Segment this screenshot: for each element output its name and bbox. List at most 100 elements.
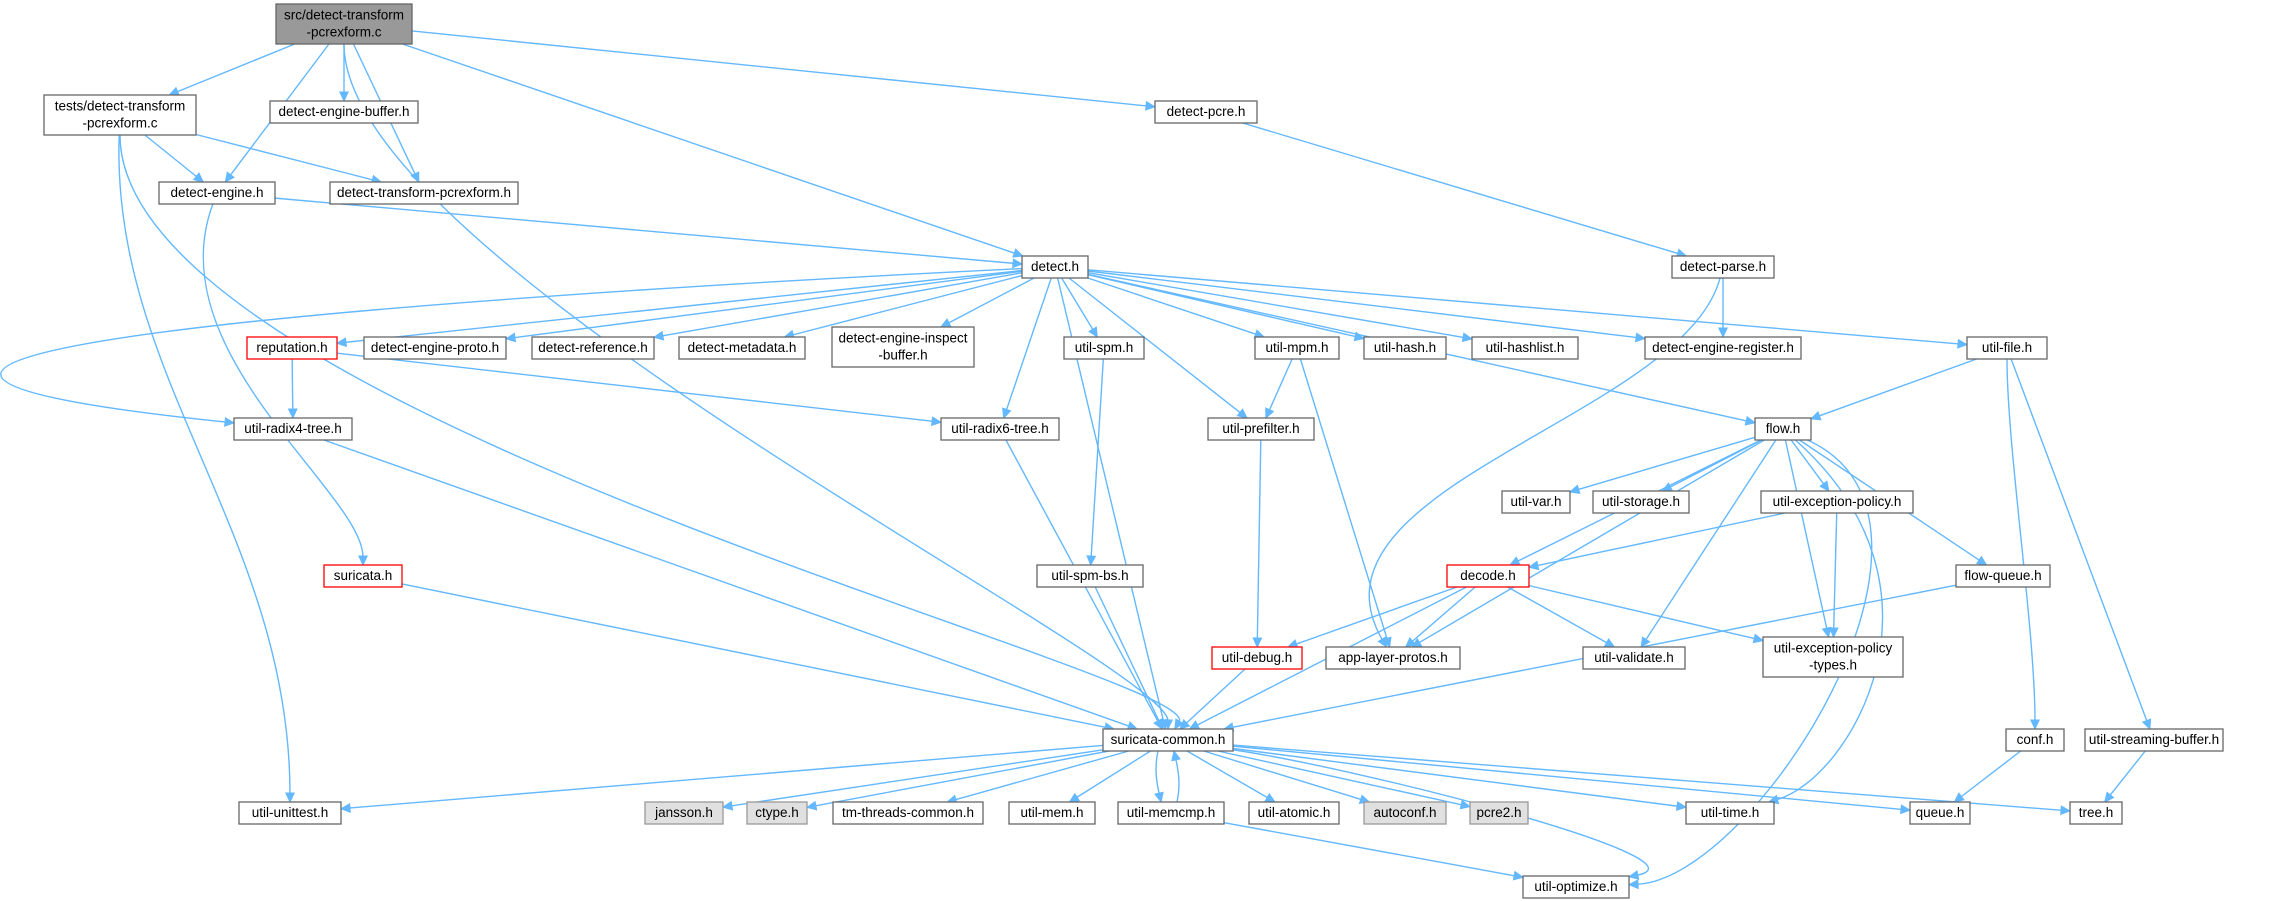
- node-pcre2[interactable]: pcre2.h: [1469, 801, 1529, 825]
- node-box: [1522, 875, 1630, 899]
- edge-line: [1636, 439, 1873, 885]
- edge-line: [1528, 584, 1756, 640]
- node-file[interactable]: util-file.h: [1966, 336, 2048, 360]
- node-flow[interactable]: flow.h: [1754, 417, 1812, 441]
- edge-dpcre-to-dparse: [1242, 122, 1688, 259]
- edge-line: [1368, 277, 1721, 641]
- node-memcmp[interactable]: util-memcmp.h: [1117, 801, 1225, 825]
- edge-flow-to-opt: [1627, 439, 1873, 890]
- edge-line: [1061, 277, 1094, 331]
- node-decode[interactable]: decode.h: [1446, 564, 1530, 588]
- node-rep[interactable]: reputation.h: [246, 336, 338, 360]
- node-label: app-layer-protos.h: [1338, 650, 1448, 665]
- edge-suri-to-common: [401, 583, 1116, 732]
- node-deb[interactable]: detect-engine-buffer.h: [269, 100, 419, 124]
- node-box: [158, 181, 276, 205]
- node-box: [1036, 564, 1144, 588]
- edge-line: [1087, 277, 1257, 336]
- edge-common-to-memcmp: [1154, 750, 1164, 804]
- node-ept[interactable]: util-exception-policy-types.h: [1762, 636, 1904, 678]
- edge-arrowhead: [930, 416, 943, 427]
- node-time[interactable]: util-time.h: [1685, 801, 1775, 825]
- node-box: [275, 3, 413, 45]
- node-label: util-spm.h: [1075, 340, 1134, 355]
- node-tm[interactable]: tm-threads-common.h: [832, 801, 984, 825]
- node-tests[interactable]: tests/detect-transform-pcrexform.c: [43, 94, 197, 136]
- node-tree[interactable]: tree.h: [2069, 801, 2123, 825]
- edge-line: [1242, 122, 1679, 255]
- edge-line: [348, 744, 1104, 809]
- node-val[interactable]: util-validate.h: [1582, 646, 1686, 670]
- node-label: flow.h: [1766, 421, 1801, 436]
- node-box: [329, 181, 519, 205]
- node-box: [1471, 336, 1579, 360]
- edge-line: [661, 272, 1023, 337]
- node-opt[interactable]: util-optimize.h: [1522, 875, 1630, 899]
- edge-arrowhead: [1188, 720, 1201, 730]
- edge-line: [323, 439, 1130, 727]
- node-der[interactable]: detect-engine-register.h: [1644, 336, 1802, 360]
- node-root[interactable]: src/detect-transform-pcrexform.c: [275, 3, 413, 45]
- edge-tests-to-de: [144, 134, 205, 183]
- node-fq[interactable]: flow-queue.h: [1955, 564, 2051, 588]
- node-detect[interactable]: detect.h: [1021, 255, 1089, 279]
- edge-detect-to-deib: [939, 277, 1035, 328]
- node-spmbs[interactable]: util-spm-bs.h: [1036, 564, 1144, 588]
- node-common[interactable]: suricata-common.h: [1102, 728, 1234, 752]
- edge-tests-to-common: [119, 134, 1184, 731]
- node-spm[interactable]: util-spm.h: [1063, 336, 1145, 360]
- node-de[interactable]: detect-engine.h: [158, 181, 276, 205]
- edge-arrowhead: [285, 792, 295, 804]
- edge-line: [176, 43, 296, 93]
- node-mpm[interactable]: util-mpm.h: [1254, 336, 1340, 360]
- node-var[interactable]: util-var.h: [1501, 490, 1571, 514]
- node-dep[interactable]: detect-engine-proto.h: [363, 336, 507, 360]
- edge-common-to-atomic: [1186, 750, 1277, 803]
- node-box: [1469, 801, 1529, 825]
- node-dtp[interactable]: detect-transform-pcrexform.h: [329, 181, 519, 205]
- edge-line: [1268, 358, 1293, 411]
- node-ut[interactable]: util-unittest.h: [238, 801, 342, 825]
- edge-line: [144, 134, 198, 178]
- node-sbuf[interactable]: util-streaming-buffer.h: [2084, 728, 2224, 752]
- node-deib[interactable]: detect-engine-inspect-buffer.h: [831, 326, 975, 368]
- edge-line: [1155, 750, 1160, 795]
- node-jansson[interactable]: jansson.h: [644, 801, 724, 825]
- node-box: [269, 100, 419, 124]
- node-r6[interactable]: util-radix6-tree.h: [940, 417, 1060, 441]
- node-mem[interactable]: util-mem.h: [1008, 801, 1096, 825]
- node-suri[interactable]: suricata.h: [323, 564, 403, 588]
- node-queue[interactable]: queue.h: [1909, 801, 1971, 825]
- edge-pref-to-dbg: [1252, 439, 1263, 649]
- node-label: detect-engine.h: [170, 185, 263, 200]
- node-stor[interactable]: util-storage.h: [1592, 490, 1690, 514]
- node-label: flow-queue.h: [1964, 568, 2041, 583]
- node-alp[interactable]: app-layer-protos.h: [1325, 646, 1461, 670]
- edge-line: [1232, 744, 2063, 812]
- node-autoconf[interactable]: autoconf.h: [1363, 801, 1447, 825]
- node-hash[interactable]: util-hash.h: [1363, 336, 1447, 360]
- node-dparse[interactable]: detect-parse.h: [1671, 255, 1775, 279]
- node-conf[interactable]: conf.h: [2005, 728, 2065, 752]
- node-label: -pcrexform.c: [306, 25, 381, 40]
- edge-rep-to-r4: [287, 358, 298, 420]
- edge-arrowhead: [1900, 804, 1912, 815]
- node-pref[interactable]: util-prefilter.h: [1207, 417, 1315, 441]
- edge-decode-to-alp: [1404, 586, 1476, 648]
- node-ctype[interactable]: ctype.h: [746, 801, 808, 825]
- node-atomic[interactable]: util-atomic.h: [1248, 801, 1340, 825]
- edge-arrowhead: [1634, 332, 1647, 343]
- node-exc[interactable]: util-exception-policy.h: [1760, 490, 1914, 514]
- node-box: [1762, 636, 1904, 678]
- node-dref[interactable]: detect-reference.h: [531, 336, 655, 360]
- node-box: [2005, 728, 2065, 752]
- node-hashlist[interactable]: util-hashlist.h: [1471, 336, 1579, 360]
- node-dpcre[interactable]: detect-pcre.h: [1154, 100, 1258, 124]
- node-label: util-exception-policy: [1774, 641, 1893, 656]
- node-dmeta[interactable]: detect-metadata.h: [678, 336, 806, 360]
- node-dbg[interactable]: util-debug.h: [1211, 646, 1303, 670]
- edge-detect-to-rep: [335, 269, 1023, 348]
- edge-line: [814, 750, 1110, 807]
- edge-root-to-detect: [402, 43, 1024, 258]
- node-r4[interactable]: util-radix4-tree.h: [233, 417, 353, 441]
